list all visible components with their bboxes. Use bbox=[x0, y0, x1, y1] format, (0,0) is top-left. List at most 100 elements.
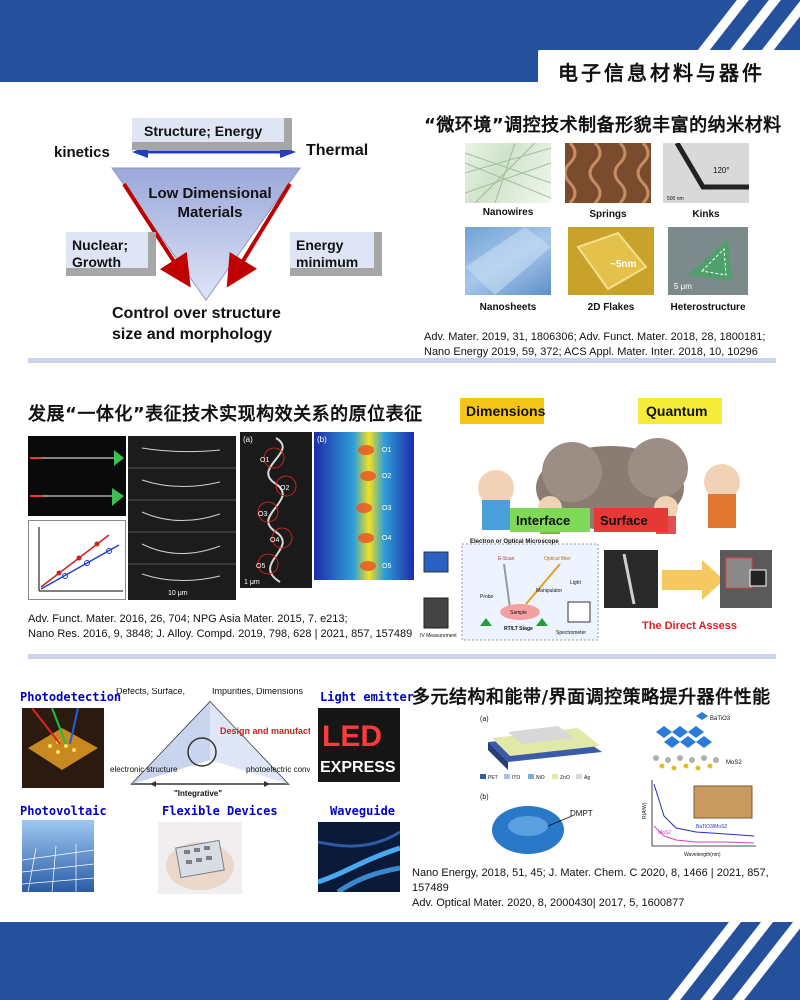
probe-label: Probe bbox=[480, 594, 494, 600]
spectral-map: (b) O1 O2 O3 O4 O5 bbox=[314, 432, 414, 594]
panel-b-label: (b) bbox=[317, 435, 327, 444]
nanowire-optical-image: (a) O1 O2 O3 O4 O5 1 μm bbox=[240, 432, 312, 588]
section-divider bbox=[28, 358, 776, 363]
energy-minimum-label: Energy minimum bbox=[296, 237, 359, 270]
growth-diagram bbox=[111, 146, 301, 301]
photoelectric-label: photoelectric conversionn bbox=[246, 765, 310, 774]
flexible-devices-label: Flexible Devices bbox=[162, 804, 278, 818]
electronic-label: electronic structure bbox=[110, 765, 178, 774]
reference-line: Nano Energy 2019, 59, 372; ACS Appl. Mat… bbox=[424, 346, 758, 358]
kinks-image: 120° 500 nm bbox=[663, 143, 749, 203]
red-arrow-left bbox=[122, 182, 191, 288]
design-label: Design and manufacture bbox=[220, 726, 310, 736]
nanowires-image bbox=[465, 143, 551, 203]
device-stack-image: (a) PET ITO NiO ZnO Ag bbox=[478, 712, 608, 786]
spec-o2: O2 bbox=[382, 473, 391, 480]
direct-assess-label: The Direct Assess bbox=[642, 620, 737, 632]
kink-scale-text: 500 nm bbox=[667, 196, 684, 202]
structure-energy-box: Structure; Energy bbox=[132, 118, 292, 150]
x-axis-label: Wavelength(nm) bbox=[684, 852, 721, 858]
probe-micrograph bbox=[28, 436, 126, 516]
optical-fiber-label: Optical fiber bbox=[544, 556, 571, 562]
reference-line: Adv. Optical Mater. 2020, 8, 2000430| 20… bbox=[412, 897, 685, 909]
structure-energy-label: Structure; Energy bbox=[144, 123, 263, 139]
y-axis-label: R(A/W) bbox=[642, 802, 648, 819]
panel-a-label: (a) bbox=[243, 435, 253, 444]
waveguide-image bbox=[318, 822, 400, 892]
defects-label: Defects, Surface, bbox=[116, 688, 185, 696]
legend-ag: Ag bbox=[584, 775, 590, 781]
assess-arrow bbox=[662, 560, 724, 600]
flakes-image: ~5nm bbox=[568, 227, 654, 295]
control-structure-label: Control over structure size and morpholo… bbox=[112, 305, 281, 343]
photodetection-image bbox=[22, 708, 104, 788]
legend-ito: ITO bbox=[512, 775, 520, 781]
nuclear-growth-box: Nuclear; Growth bbox=[66, 232, 156, 276]
bottom-banner bbox=[0, 922, 800, 1000]
dimensions-label: Dimensions bbox=[466, 403, 546, 419]
light-emitter-image: LED EXPRESS bbox=[318, 708, 400, 782]
reference-line: Adv. Mater. 2019, 31, 1806306; Adv. Func… bbox=[424, 331, 766, 343]
photovoltaic-image bbox=[22, 820, 94, 892]
impurities-label: Impurities, Dimensions bbox=[212, 688, 304, 696]
light-emitter-label: Light emitter bbox=[320, 690, 414, 704]
reference-line: Nano Res. 2016, 9, 3848; J. Alloy. Compd… bbox=[28, 628, 413, 640]
nuclear-growth-label: Nuclear; Growth bbox=[72, 237, 129, 270]
section3-references: Nano Energy, 2018, 51, 45; J. Mater. Che… bbox=[412, 866, 796, 911]
legend-pet: PET bbox=[488, 775, 498, 781]
section2-references: Adv. Funct. Mater. 2016, 26, 704; NPG As… bbox=[28, 612, 428, 642]
point-o1: O1 bbox=[260, 457, 269, 464]
integrative-diagram: Defects, Surface, Impurities, Dimensions… bbox=[110, 688, 310, 798]
light-label: Light bbox=[570, 580, 581, 586]
spectrometer-label: Spectrometer bbox=[556, 630, 586, 636]
kink-angle-text: 120° bbox=[713, 166, 730, 175]
microscope-label: Electron or Optical Microscope bbox=[470, 539, 559, 545]
deformation-sequence: 10 μm bbox=[128, 436, 236, 600]
sample-label: Sample bbox=[510, 610, 527, 616]
spec-o1: O1 bbox=[382, 447, 391, 454]
heterostructure-image: 5 μm bbox=[668, 227, 748, 295]
section-divider bbox=[28, 654, 776, 659]
kinetics-label: kinetics bbox=[54, 144, 110, 161]
section1-title: “微环境”调控技术制备形貌丰富的纳米材料 bbox=[424, 115, 782, 136]
iv-label: IV Measurement bbox=[420, 633, 457, 639]
caption-springs: Springs bbox=[589, 209, 627, 220]
manipulator-label: Manipulator bbox=[536, 588, 562, 594]
measurement-setup: Electron or Optical Microscope E-Scan Op… bbox=[420, 538, 600, 644]
caption-kinks: Kinks bbox=[692, 209, 720, 220]
flexible-bend-image: (b) DMPT bbox=[478, 790, 608, 860]
spec-o3: O3 bbox=[382, 505, 391, 512]
tem-image-after bbox=[720, 550, 772, 608]
curve-mos2: MoS2 bbox=[658, 830, 671, 836]
springs-image bbox=[565, 143, 651, 203]
stage-label: RT/LT Stage bbox=[504, 626, 533, 632]
energy-minimum-box: Energy minimum bbox=[290, 232, 382, 276]
tem-image-before bbox=[604, 550, 658, 608]
stress-strain-chart bbox=[28, 520, 126, 600]
spec-o4: O4 bbox=[382, 535, 391, 542]
batio3-label: BaTiO3 bbox=[710, 716, 731, 722]
escan-label: E-Scan bbox=[498, 556, 515, 562]
hetero-scale-text: 5 μm bbox=[674, 282, 692, 291]
caption-nanowires: Nanowires bbox=[482, 207, 534, 218]
photodetection-label: Photodetection bbox=[20, 690, 122, 704]
legend-zno: ZnO bbox=[560, 775, 570, 781]
header-tab: 电子信息材料与器件 bbox=[538, 50, 800, 90]
quantum-label: Quantum bbox=[646, 403, 707, 419]
flexible-device-image bbox=[158, 822, 242, 894]
elephant-cartoon: Dimensions Quantum Interface Surface bbox=[460, 398, 756, 534]
scale-1um-text: 1 μm bbox=[244, 579, 260, 586]
section3-title: 多元结构和能带/界面调控策略提升器件性能 bbox=[412, 687, 771, 708]
scale-10um-text: 10 μm bbox=[168, 590, 188, 597]
section2-title: 发展“一体化”表征技术实现构效关系的原位表征 bbox=[28, 404, 423, 425]
caption-nanosheets: Nanosheets bbox=[479, 302, 537, 313]
dmpt-label: DMPT bbox=[570, 809, 593, 818]
reference-line: Nano Energy, 2018, 51, 45; J. Mater. Che… bbox=[412, 867, 769, 894]
device-b-label: (b) bbox=[480, 794, 489, 801]
page-title: 电子信息材料与器件 bbox=[558, 61, 765, 85]
responsivity-chart: R(A/W) Wavelength(nm) MoS2 BaTiO3/MoS2 bbox=[636, 776, 760, 860]
point-o4: O4 bbox=[270, 537, 279, 544]
section1-references: Adv. Mater. 2019, 31, 1806306; Adv. Func… bbox=[424, 330, 784, 360]
surface-label: Surface bbox=[600, 513, 648, 528]
device-a-label: (a) bbox=[480, 716, 489, 723]
